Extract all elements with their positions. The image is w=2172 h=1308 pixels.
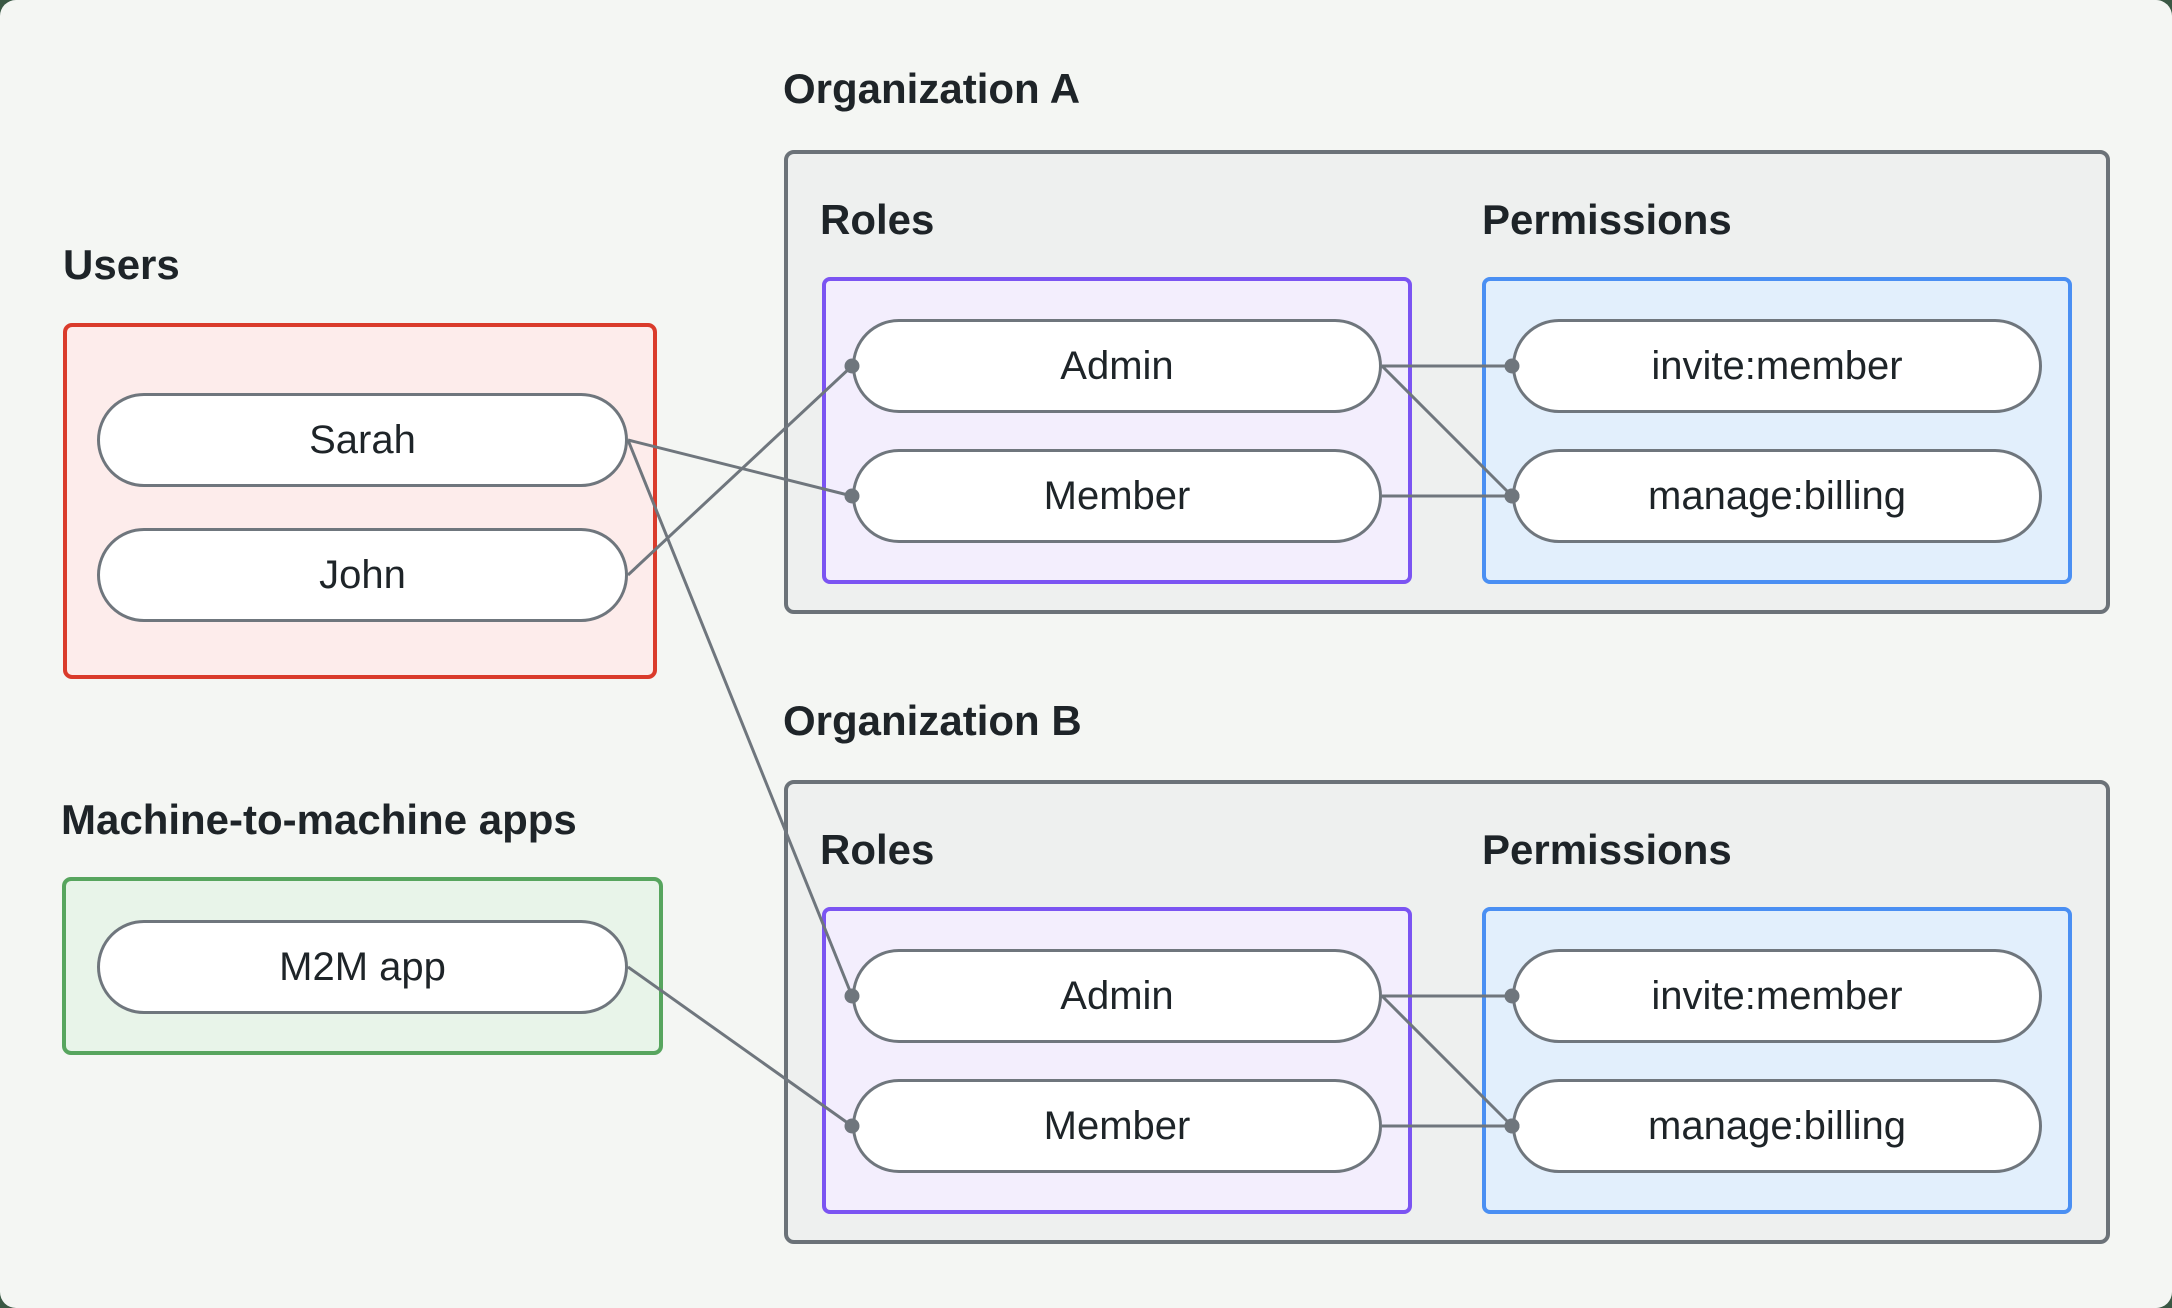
node-org-a-manage-billing: manage:billing	[1512, 449, 2042, 543]
node-org-a-member: Member	[852, 449, 1382, 543]
org-b-roles-label: Roles	[820, 826, 935, 873]
node-org-b-admin: Admin	[852, 949, 1382, 1043]
node-org-b-invite-member: invite:member	[1512, 949, 2042, 1043]
users-section-label: Users	[63, 241, 180, 288]
m2m-section-label: Machine-to-machine apps	[61, 796, 577, 843]
node-org-b-manage-billing: manage:billing	[1512, 1079, 2042, 1173]
org-a-permissions-box: invite:member manage:billing	[1482, 277, 2072, 584]
org-b-permissions-label: Permissions	[1482, 826, 1732, 873]
node-m2m-app: M2M app	[97, 920, 628, 1014]
org-b-roles-box: Admin Member	[822, 907, 1412, 1214]
users-group-box: Sarah John	[63, 323, 657, 679]
node-sarah: Sarah	[97, 393, 628, 487]
org-b-box: Roles Permissions Admin Member invite:me…	[784, 780, 2110, 1244]
org-a-box: Roles Permissions Admin Member invite:me…	[784, 150, 2110, 614]
node-org-a-invite-member: invite:member	[1512, 319, 2042, 413]
org-a-roles-box: Admin Member	[822, 277, 1412, 584]
node-john: John	[97, 528, 628, 622]
node-org-a-admin: Admin	[852, 319, 1382, 413]
org-a-roles-label: Roles	[820, 196, 935, 243]
node-org-b-member: Member	[852, 1079, 1382, 1173]
org-a-permissions-label: Permissions	[1482, 196, 1732, 243]
org-b-title: Organization B	[783, 697, 1082, 744]
org-b-permissions-box: invite:member manage:billing	[1482, 907, 2072, 1214]
m2m-group-box: M2M app	[62, 877, 663, 1055]
org-a-title: Organization A	[783, 65, 1081, 112]
